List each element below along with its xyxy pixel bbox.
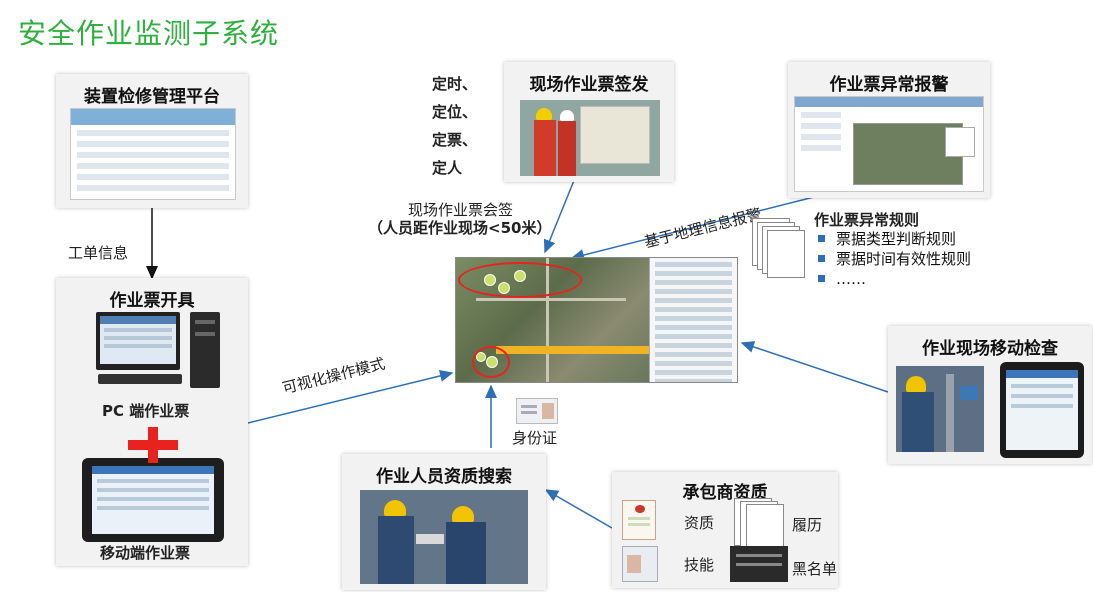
four-fix-1: 定时、 [432, 75, 478, 93]
skill-label: 技能 [684, 556, 715, 574]
resume-label: 履历 [792, 516, 823, 534]
rule-item: …… [818, 269, 971, 289]
mobile-check-title: 作业现场移动检查 [922, 339, 1058, 359]
ticket-open-title: 作业票开具 [109, 291, 195, 311]
alarm-screenshot [794, 96, 984, 192]
rule-item: 票据类型判断规则 [818, 229, 971, 249]
abnormal-alarm-panel: 作业票异常报警 [788, 62, 990, 198]
platform-screenshot [70, 108, 236, 200]
platform-panel: 装置检修管理平台 [56, 74, 248, 208]
blacklist-label: 黑名单 [792, 560, 838, 578]
ticket-issue-title: 现场作业票签发 [529, 75, 649, 95]
tablet-icon [82, 458, 224, 542]
countersign-label: 现场作业票会签 [408, 201, 514, 219]
mobile-check-photo [896, 366, 984, 452]
platform-title: 装置检修管理平台 [84, 87, 220, 107]
four-fix-2: 定位、 [432, 103, 478, 121]
personnel-search-panel: 作业人员资质搜索 [342, 454, 546, 590]
central-map[interactable] [455, 257, 738, 383]
ticket-open-panel: 作业票开具 PC 端作业票 移动端作业票 [56, 278, 248, 566]
qualification-label: 资质 [684, 514, 715, 532]
geo-alarm-label: 基于地理信息报警 [642, 204, 764, 252]
personnel-search-title: 作业人员资质搜索 [376, 467, 512, 487]
work-order-label: 工单信息 [68, 244, 129, 262]
qualification-cert-icon [622, 500, 656, 540]
abnormal-alarm-title: 作业票异常报警 [829, 75, 949, 95]
map-highlight-top [458, 262, 582, 298]
four-fix-3: 定票、 [432, 131, 478, 149]
visual-mode-label: 可视化操作模式 [280, 354, 387, 398]
id-card-label: 身份证 [512, 429, 558, 447]
ticket-issue-panel: 现场作业票签发 [504, 62, 674, 182]
arrow-mobile-to-map [740, 341, 889, 393]
plus-icon [128, 427, 178, 463]
personnel-search-photo [360, 490, 528, 584]
ticket-issue-photo [520, 100, 660, 176]
arrow-issue-to-map [543, 177, 576, 254]
pc-ticket-label: PC 端作业票 [102, 402, 190, 420]
mobile-check-panel: 作业现场移动检查 [888, 326, 1092, 464]
pc-icon [96, 312, 182, 390]
blacklist-screen-icon [730, 546, 788, 582]
mobile-check-tablet [1000, 362, 1084, 458]
map-highlight-bottom [472, 346, 510, 378]
rule-item: 票据时间有效性规则 [818, 249, 971, 269]
countersign-note: （人员距作业现场<50米） [368, 219, 552, 237]
map-route-bar [496, 346, 656, 354]
id-card-icon [516, 398, 558, 424]
resume-docs-icon [734, 498, 794, 552]
rules-list: 票据类型判断规则 票据时间有效性规则 …… [818, 229, 971, 289]
map-side-panel [649, 258, 737, 382]
page-title: 安全作业监测子系统 [18, 17, 280, 50]
skill-cert-icon [622, 546, 658, 582]
pc-tower-icon [190, 312, 220, 388]
arrow-contractor-to-search [544, 489, 613, 529]
four-fix-4: 定人 [432, 159, 463, 177]
mobile-ticket-label: 移动端作业票 [100, 544, 191, 562]
rules-title: 作业票异常规则 [814, 211, 920, 229]
rules-docs-icon [752, 218, 808, 280]
contractor-panel: 承包商资质 资质 履历 技能 黑名单 [612, 472, 838, 588]
